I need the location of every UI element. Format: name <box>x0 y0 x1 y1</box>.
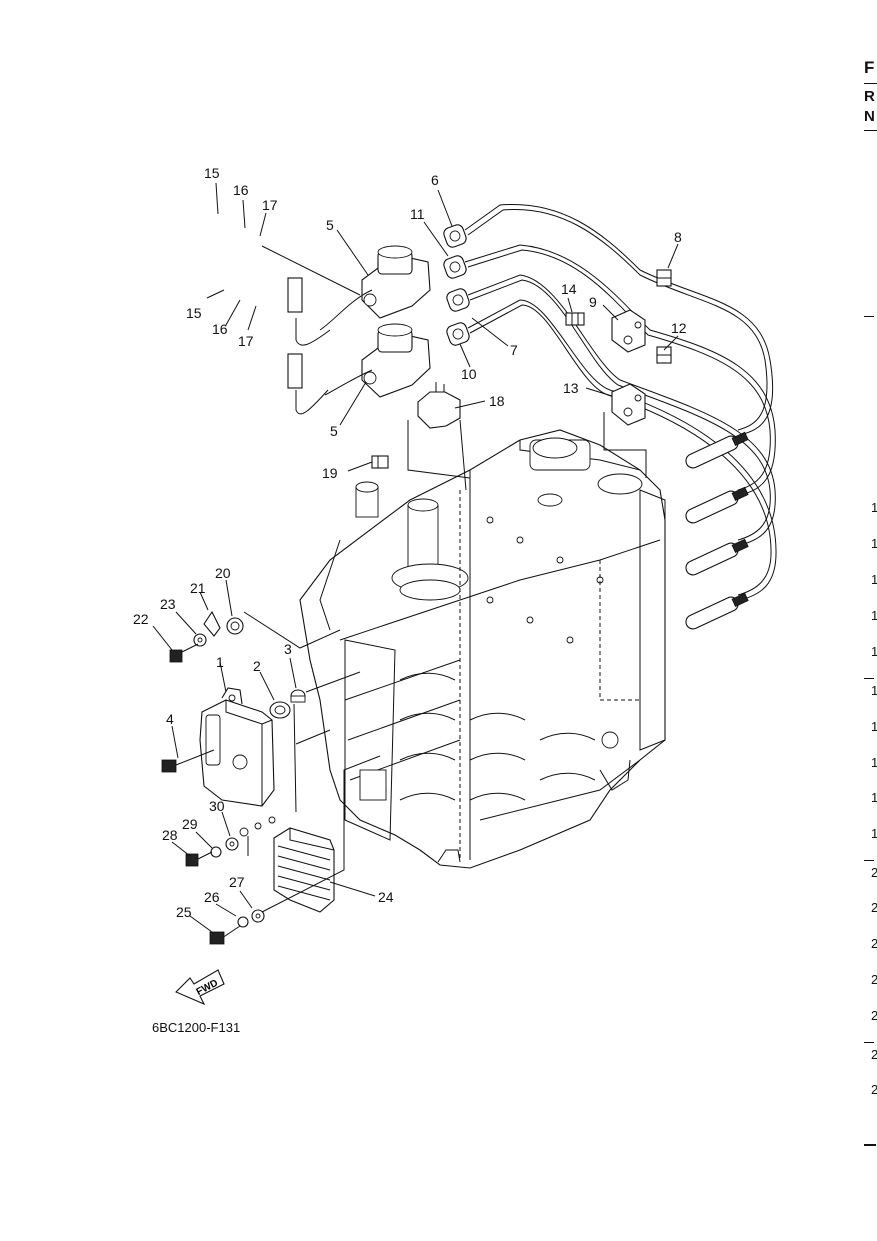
holder-9 <box>611 309 646 353</box>
rectifier-regulator <box>273 827 335 913</box>
washer-27 <box>251 909 265 923</box>
bolt-4 <box>161 749 215 773</box>
cdi-unit <box>199 687 275 807</box>
washer-26 <box>237 916 249 928</box>
clamp-12 <box>656 346 672 364</box>
edge-row-digit: 1 <box>871 719 877 734</box>
washer-23 <box>193 633 207 647</box>
washer-29 <box>210 846 222 858</box>
callout-8: 8 <box>674 229 682 245</box>
callout-27: 27 <box>229 874 245 890</box>
edge-row-digit: 1 <box>871 683 877 698</box>
bolt-28 <box>185 851 213 867</box>
edge-row-digit: 2 <box>871 1008 877 1023</box>
edge-header-char: F <box>864 58 875 77</box>
washer-30 <box>225 837 239 851</box>
callout-23: 23 <box>160 596 176 612</box>
clamp-8 <box>656 269 672 287</box>
diagram-code: 6BC1200-F131 <box>152 1020 241 1035</box>
callout-3: 3 <box>284 641 292 657</box>
edge-rule <box>864 316 874 317</box>
callout-9: 9 <box>589 294 597 310</box>
edge-header-char: R <box>864 88 875 105</box>
bolt-22 <box>169 643 199 663</box>
edge-row-digit: 1 <box>871 536 877 551</box>
edge-row-digit: 2 <box>871 972 877 987</box>
edge-row-digit: 1 <box>871 500 877 515</box>
callout-1: 1 <box>216 654 224 670</box>
cylinder-ribs <box>399 672 596 801</box>
callout-16: 16 <box>233 182 249 198</box>
callout-29: 29 <box>182 816 198 832</box>
callout-2: 2 <box>253 658 261 674</box>
callout-7: 7 <box>510 342 518 358</box>
callout-5: 5 <box>326 217 334 233</box>
spark-plug-boots <box>685 431 749 630</box>
callout-11: 11 <box>410 206 425 222</box>
callout-21: 21 <box>190 580 206 596</box>
callout-17b: 17 <box>238 333 254 349</box>
coil-lead-wires <box>287 277 331 415</box>
callout-numbers: 15 16 17 5 6 11 8 14 9 12 7 10 13 15 16 … <box>133 165 687 920</box>
grommet-20 <box>226 617 244 635</box>
edge-row-digit: 2 <box>871 900 877 915</box>
callout-25: 25 <box>176 904 192 920</box>
callout-13: 13 <box>563 380 579 396</box>
spark-plug-caps <box>443 224 470 346</box>
leader-lines <box>152 182 679 933</box>
edge-row-digit: 2 <box>871 1047 877 1062</box>
bracket-18 <box>417 382 461 429</box>
callout-19: 19 <box>322 465 338 481</box>
callout-14: 14 <box>561 281 577 297</box>
edge-rule <box>864 130 877 131</box>
callout-20: 20 <box>215 565 231 581</box>
fwd-label: FWD <box>195 978 220 998</box>
edge-rule <box>864 678 874 679</box>
high-tension-leads <box>464 203 777 601</box>
collar-3 <box>290 689 306 703</box>
bolt-25 <box>209 925 241 945</box>
edge-row-digit: 1 <box>871 608 877 623</box>
edge-row-digit: 1 <box>871 755 877 770</box>
callout-30: 30 <box>209 798 225 814</box>
callout-5b: 5 <box>330 423 338 439</box>
edge-row-digit: 1 <box>871 644 877 659</box>
callout-15: 15 <box>204 165 220 181</box>
edge-row-digit: 2 <box>871 1082 877 1097</box>
ignition-coil-upper <box>319 245 431 331</box>
edge-rule <box>864 83 877 84</box>
callout-15b: 15 <box>186 305 202 321</box>
callout-18: 18 <box>489 393 505 409</box>
callout-10: 10 <box>461 366 477 382</box>
edge-row-digit: 1 <box>871 790 877 805</box>
engine-block <box>299 429 666 869</box>
edge-header-char: N <box>864 108 875 125</box>
callout-28: 28 <box>162 827 178 843</box>
clip-14 <box>565 312 585 326</box>
callout-4: 4 <box>166 711 174 727</box>
callout-26: 26 <box>204 889 220 905</box>
callout-22: 22 <box>133 611 149 627</box>
ignition-coil-lower <box>324 323 431 398</box>
callout-24: 24 <box>378 889 394 905</box>
edge-row-digit: 1 <box>871 826 877 841</box>
callout-16b: 16 <box>212 321 228 337</box>
fwd-arrow-icon: FWD <box>175 969 225 1006</box>
edge-rule <box>864 1144 876 1146</box>
holder-13 <box>611 383 646 426</box>
edge-row-digit: 2 <box>871 936 877 951</box>
clip-19 <box>371 455 389 469</box>
callout-12: 12 <box>671 320 687 336</box>
clip-21 <box>203 610 221 637</box>
callout-6: 6 <box>431 172 439 188</box>
edge-row-digit: 2 <box>871 865 877 880</box>
edge-rule <box>864 860 874 861</box>
terminal-wire <box>239 816 276 856</box>
callout-17: 17 <box>262 197 278 213</box>
edge-row-digit: 1 <box>871 572 877 587</box>
grommet-2 <box>269 701 291 719</box>
edge-rule <box>864 1042 874 1043</box>
